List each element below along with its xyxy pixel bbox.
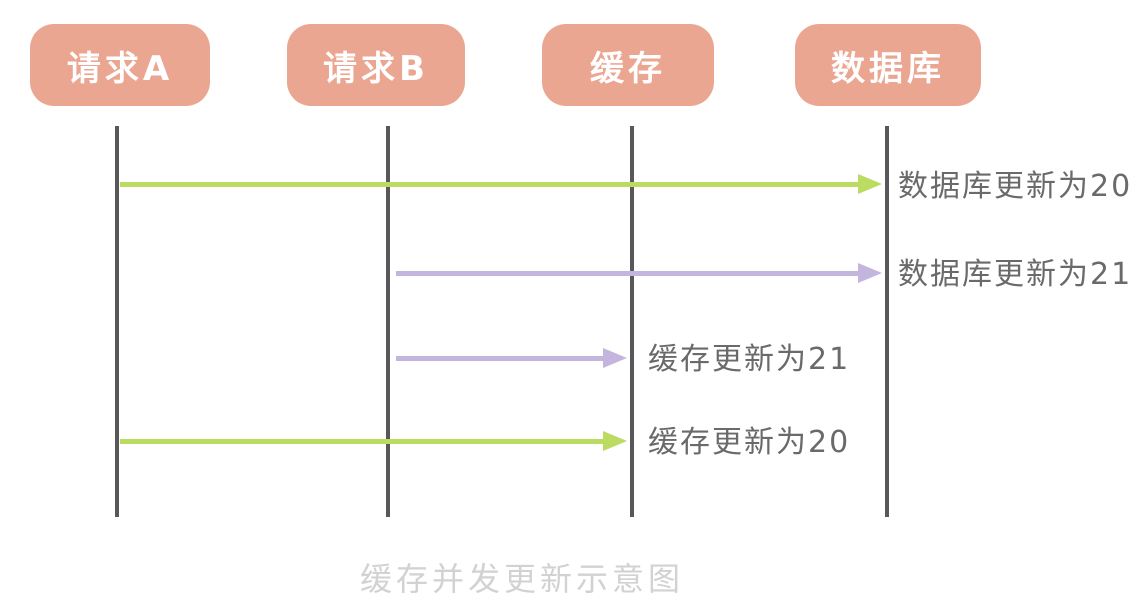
actor-box-request-a: 请求A [30, 24, 210, 106]
arrow-request-a-to-cache [120, 431, 627, 451]
arrowhead-icon [858, 174, 882, 194]
lifeline-request-a [115, 126, 119, 517]
arrowhead-icon [858, 263, 882, 283]
message-label-db-update-21: 数据库更新为21 [898, 257, 1133, 292]
arrowhead-icon [603, 348, 627, 368]
actor-label-request-b: 请求B [323, 48, 429, 89]
message-label-db-update-20: 数据库更新为20 [898, 169, 1133, 204]
lifeline-request-b [386, 126, 390, 517]
arrow-line [120, 181, 858, 187]
actor-box-request-b: 请求B [287, 24, 465, 106]
actor-label-request-a: 请求A [66, 48, 174, 89]
arrow-line [120, 438, 603, 444]
arrow-request-b-to-cache [396, 348, 627, 368]
arrowhead-icon [603, 431, 627, 451]
arrow-request-b-to-database [396, 263, 882, 283]
actor-label-cache: 缓存 [590, 48, 666, 89]
message-label-cache-update-20: 缓存更新为20 [648, 425, 851, 460]
message-label-cache-update-21: 缓存更新为21 [648, 342, 851, 377]
lifeline-database [885, 126, 889, 517]
diagram-caption: 缓存并发更新示意图 [360, 560, 685, 598]
actor-label-database: 数据库 [831, 48, 945, 89]
arrow-line [396, 355, 603, 361]
actor-box-database: 数据库 [795, 24, 981, 106]
actor-box-cache: 缓存 [542, 24, 714, 106]
lifeline-cache [630, 126, 634, 517]
arrow-line [396, 270, 858, 276]
arrow-request-a-to-database [120, 174, 882, 194]
